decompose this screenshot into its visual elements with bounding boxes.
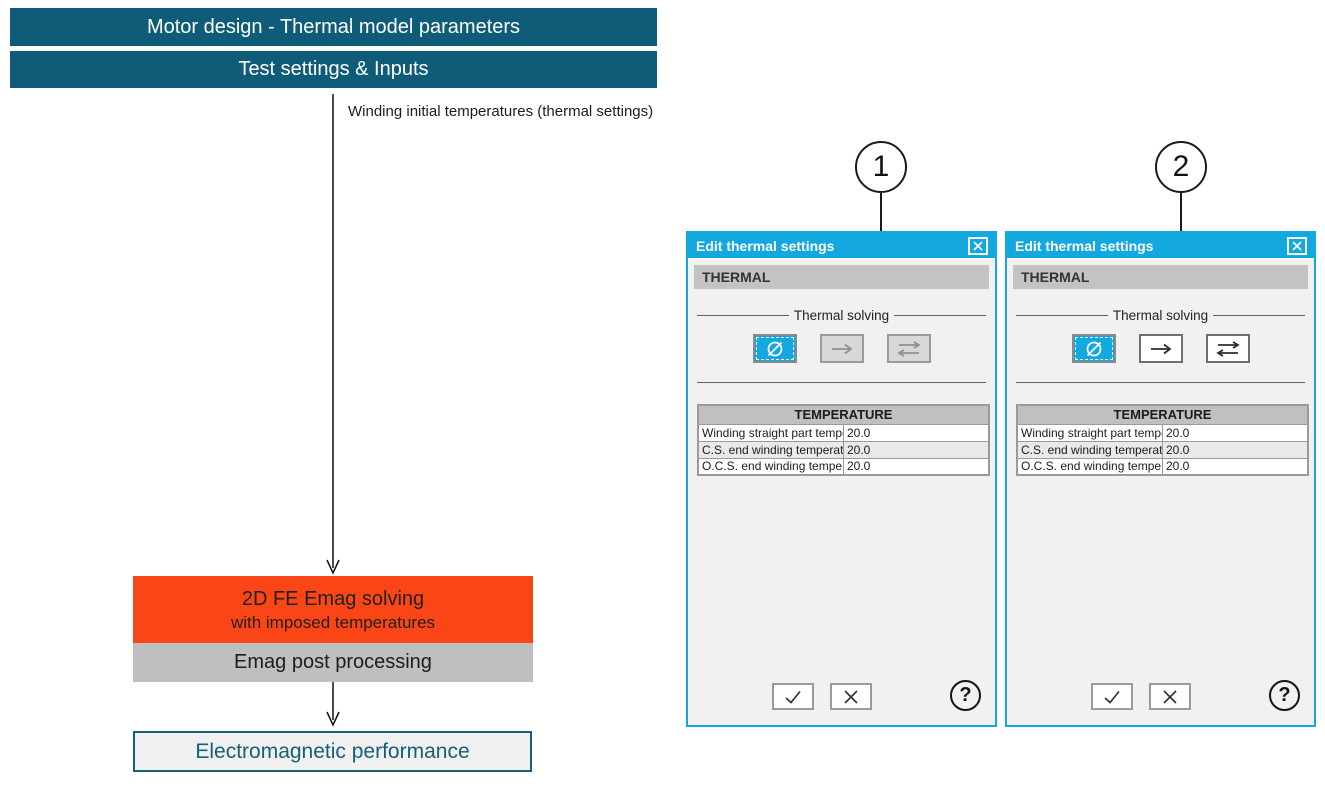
solve-two-direction-button[interactable] — [1205, 334, 1250, 363]
edit-thermal-settings-dialog-1: Edit thermal settings THERMAL Thermal so… — [686, 231, 997, 727]
table-row: Winding straight part temperature (°C) 2… — [1016, 423, 1309, 442]
flow-arrow-down-1 — [326, 94, 340, 575]
thermal-solving-buttons — [688, 334, 995, 363]
flow-arrow-down-2 — [326, 682, 340, 727]
thermal-solving-group-label: Thermal solving — [697, 308, 987, 323]
cancel-button[interactable] — [1149, 683, 1191, 710]
temperature-table: TEMPERATURE Winding straight part temper… — [697, 404, 990, 476]
dialog-titlebar[interactable]: Edit thermal settings — [1007, 233, 1314, 260]
dialog-title: Edit thermal settings — [696, 237, 835, 254]
separator-line — [1016, 382, 1305, 383]
help-button[interactable]: ? — [950, 680, 981, 711]
flow-box-result: Electromagnetic performance — [133, 731, 532, 772]
cancel-button[interactable] — [830, 683, 872, 710]
question-mark-icon: ? — [1278, 684, 1291, 706]
checkmark-icon — [1104, 690, 1120, 704]
empty-set-icon — [767, 341, 782, 356]
help-button[interactable]: ? — [1269, 680, 1300, 711]
dialog-title: Edit thermal settings — [1015, 237, 1154, 254]
table-row: Winding straight part temperature (°C) 2… — [697, 423, 990, 442]
callout-line-2 — [1180, 193, 1182, 239]
dialog-titlebar[interactable]: Edit thermal settings — [688, 233, 995, 260]
group-line-right — [1213, 315, 1306, 316]
close-icon[interactable] — [1287, 237, 1307, 255]
flow-box-emag-solving-line1: 2D FE Emag solving — [241, 587, 425, 610]
edit-thermal-settings-dialog-2: Edit thermal settings THERMAL Thermal so… — [1005, 231, 1316, 727]
solve-one-direction-button[interactable] — [819, 334, 864, 363]
table-row: O.C.S. end winding temperature (°C) 20.0 — [697, 457, 990, 476]
right-arrow-icon — [1150, 343, 1171, 354]
flow-banner-test-settings: Test settings & Inputs — [10, 51, 657, 88]
right-arrow-icon — [831, 343, 852, 354]
x-cross-icon — [1163, 689, 1177, 704]
group-label-text: Thermal solving — [793, 308, 890, 323]
solve-two-direction-button[interactable] — [886, 334, 931, 363]
separator-line — [697, 382, 986, 383]
table-row: C.S. end winding temperature (°C) 20.0 — [697, 440, 990, 459]
callout-circle-1: 1 — [855, 141, 907, 193]
group-line-left — [697, 315, 789, 316]
temperature-row-value[interactable]: 20.0 — [843, 423, 990, 442]
thermal-section-header: THERMAL — [694, 265, 989, 289]
close-icon[interactable] — [968, 237, 988, 255]
empty-set-icon — [1086, 341, 1101, 356]
x-cross-icon — [844, 689, 858, 704]
solve-none-button[interactable] — [752, 334, 797, 363]
temperature-row-label: Winding straight part temperature (°C) — [697, 423, 844, 442]
bidirectional-arrows-icon — [896, 340, 921, 357]
temperature-row-label: Winding straight part temperature (°C) — [1016, 423, 1163, 442]
temperature-row-label: O.C.S. end winding temperature (°C) — [697, 457, 844, 476]
temperature-row-value[interactable]: 20.0 — [843, 457, 990, 476]
group-label-text: Thermal solving — [1112, 308, 1209, 323]
flow-box-emag-solving-line2: with imposed temperatures — [230, 612, 436, 632]
group-line-left — [1016, 315, 1108, 316]
solve-one-direction-button[interactable] — [1138, 334, 1183, 363]
table-row: O.C.S. end winding temperature (°C) 20.0 — [1016, 457, 1309, 476]
flow-box-emag-solving: 2D FE Emag solving with imposed temperat… — [133, 576, 533, 643]
flow-arrow-label: Winding initial temperatures (thermal se… — [348, 103, 654, 120]
callout-number-2: 2 — [1172, 150, 1190, 183]
temperature-row-value[interactable]: 20.0 — [1162, 457, 1309, 476]
question-mark-icon: ? — [959, 684, 972, 706]
group-line-right — [894, 315, 987, 316]
temperature-row-value[interactable]: 20.0 — [843, 440, 990, 459]
callout-line-1 — [880, 193, 882, 239]
thermal-solving-group-label: Thermal solving — [1016, 308, 1306, 323]
temperature-row-label: C.S. end winding temperature (°C) — [1016, 440, 1163, 459]
callout-circle-2: 2 — [1155, 141, 1207, 193]
thermal-solving-buttons — [1007, 334, 1314, 363]
ok-button[interactable] — [1091, 683, 1133, 710]
temperature-row-label: C.S. end winding temperature (°C) — [697, 440, 844, 459]
temperature-table-header: TEMPERATURE — [697, 404, 990, 425]
temperature-table-header: TEMPERATURE — [1016, 404, 1309, 425]
checkmark-icon — [785, 690, 801, 704]
solve-none-button[interactable] — [1071, 334, 1116, 363]
flow-banner-motor-design: Motor design - Thermal model parameters — [10, 8, 657, 46]
temperature-row-value[interactable]: 20.0 — [1162, 440, 1309, 459]
temperature-row-value[interactable]: 20.0 — [1162, 423, 1309, 442]
ok-button[interactable] — [772, 683, 814, 710]
callout-number-1: 1 — [872, 150, 890, 183]
bidirectional-arrows-icon — [1215, 340, 1240, 357]
table-row: C.S. end winding temperature (°C) 20.0 — [1016, 440, 1309, 459]
flow-box-post-processing: Emag post processing — [133, 643, 533, 682]
temperature-table: TEMPERATURE Winding straight part temper… — [1016, 404, 1309, 476]
temperature-row-label: O.C.S. end winding temperature (°C) — [1016, 457, 1163, 476]
thermal-section-header: THERMAL — [1013, 265, 1308, 289]
